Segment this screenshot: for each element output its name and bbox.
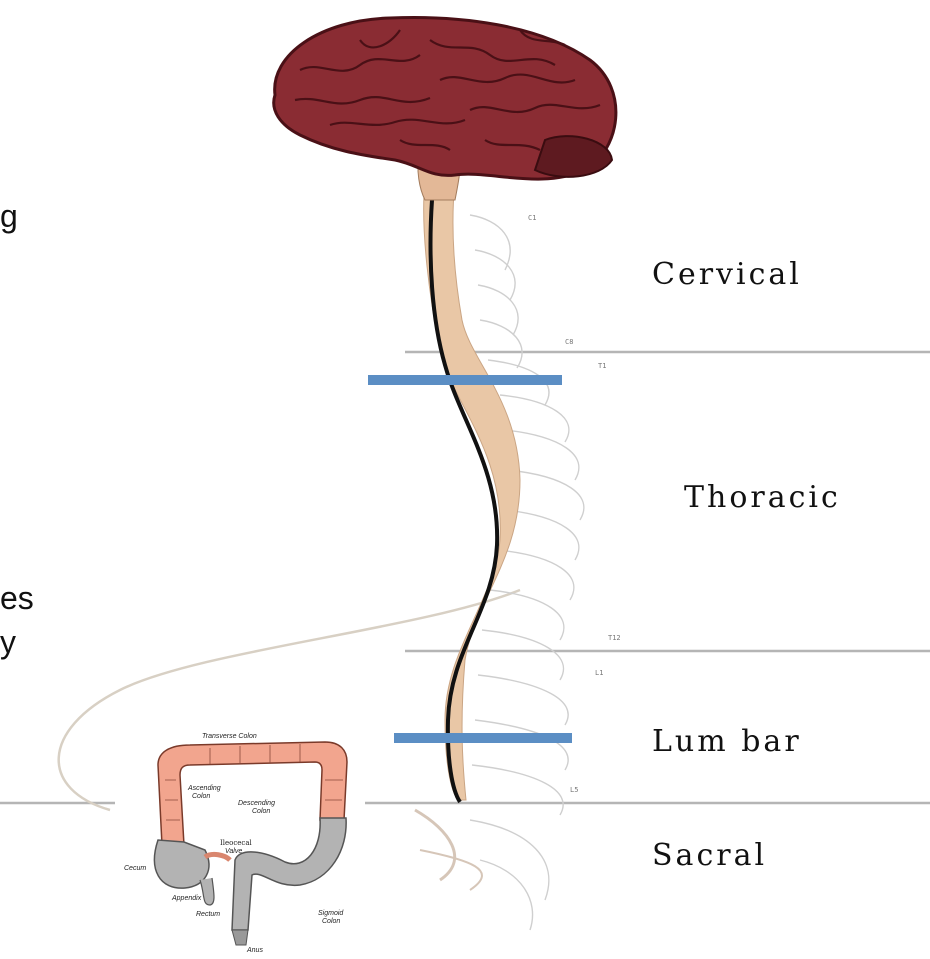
label-ileocecal-2: Valve <box>225 848 242 855</box>
partial-text-line-1: g <box>0 198 18 235</box>
vertebra-label-l1: L1 <box>595 669 603 677</box>
vertebra-label-t12: T12 <box>608 634 621 642</box>
vertebra-label-t1: T1 <box>598 362 606 370</box>
vertebra-label-l5: L5 <box>570 786 578 794</box>
region-label-cervical: Cervical <box>652 257 802 292</box>
level-marker-upper <box>368 375 562 385</box>
spinal-cord <box>424 180 520 800</box>
label-ileocecal-1: Ileocecal <box>220 839 253 847</box>
label-transverse-colon: Transverse Colon <box>202 733 257 740</box>
region-label-sacral: Sacral <box>652 838 767 873</box>
label-descending-1: Descending <box>238 800 275 807</box>
label-rectum: Rectum <box>196 911 220 918</box>
region-label-lumbar: Lum bar <box>652 724 802 759</box>
label-anus: Anus <box>246 947 263 954</box>
label-sigmoid-2: Colon <box>322 918 340 925</box>
partial-text-line-3: y <box>0 624 16 661</box>
vertebra-label-c1: C1 <box>528 214 536 222</box>
partial-text-line-2: es <box>0 580 34 617</box>
brain <box>274 17 616 179</box>
label-descending-2: Colon <box>252 808 270 815</box>
region-label-thoracic: Thoracic <box>684 480 841 515</box>
level-marker-lower <box>394 733 572 743</box>
label-ascending-2: Colon <box>192 793 210 800</box>
label-cecum: Cecum <box>124 865 146 872</box>
vertebra-label-c8: C8 <box>565 338 573 346</box>
label-ascending-1: Ascending <box>187 785 221 792</box>
label-sigmoid-1: Sigmoid <box>318 910 344 917</box>
label-appendix: Appendix <box>171 895 202 902</box>
colon-diagram: Transverse Colon Ascending Colon Descend… <box>115 725 365 959</box>
